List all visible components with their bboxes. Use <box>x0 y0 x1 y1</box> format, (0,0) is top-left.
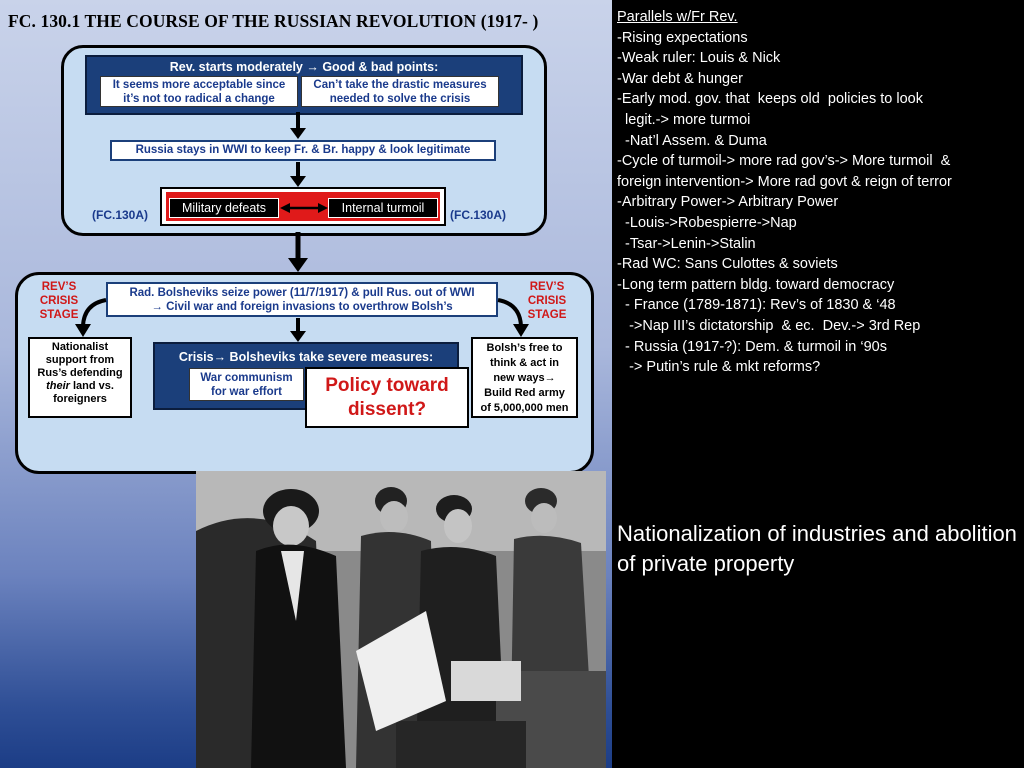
bad-point-box: Can’t take the drastic measures needed t… <box>301 76 499 107</box>
arrow-down-icon <box>290 112 306 139</box>
bolsh-free-line: Build Red army <box>484 387 565 399</box>
severe-measures-header: Crisis→ Bolsheviks take severe measures: <box>178 350 434 364</box>
nationalist-line: their land vs. <box>30 380 130 393</box>
nationalist-support-box: Nationalist support from Rus’s defending… <box>28 337 132 418</box>
bad-point-line: Can’t take the drastic measures <box>313 79 487 91</box>
seize-power-line: Rad. Bolsheviks seize power (11/7/1917) … <box>129 287 475 299</box>
nationalist-line: Rus’s defending <box>37 367 123 379</box>
parallels-line: -Tsar->Lenin->Stalin <box>617 235 756 252</box>
wwi-box: Russia stays in WWI to keep Fr. & Br. ha… <box>110 140 496 161</box>
arrow-down-icon <box>290 318 306 342</box>
crisis-label-line: STAGE <box>39 309 79 321</box>
good-point-box: It seems more acceptable since it’s not … <box>100 76 298 107</box>
seize-power-line: → Civil war and foreign invasions to ove… <box>151 301 453 313</box>
ref-left: (FC.130A) <box>92 208 149 222</box>
good-point-line: It seems more acceptable since <box>112 79 286 91</box>
moderate-start-header: Rev. starts moderately → Good & bad poin… <box>169 60 439 74</box>
parallels-line: -War debt & hunger <box>617 70 743 87</box>
nationalist-text: land vs. <box>69 380 114 392</box>
crisis-stage-left: REV’S CRISIS STAGE <box>31 280 87 322</box>
ref-right: (FC.130A) <box>450 208 507 222</box>
war-communism-box: War communism for war effort <box>189 368 304 401</box>
parallels-text: Parallels w/Fr Rev. -Rising expectations… <box>617 7 1021 378</box>
nationalist-line: support from <box>45 354 115 366</box>
war-communism-line: for war effort <box>211 386 282 398</box>
nationalist-line: foreigners <box>53 393 107 405</box>
bolsh-free-line: think & act in <box>489 357 560 369</box>
crisis-label-line: CRISIS <box>39 295 79 307</box>
flow-arrows <box>75 112 529 342</box>
curved-arrow-icon <box>497 298 529 337</box>
nationalist-line: Nationalist <box>51 341 109 353</box>
parallels-line: - France (1789-1871): Rev’s of 1830 & ‘4… <box>617 297 896 314</box>
page-title: FC. 130.1 THE COURSE OF THE RUSSIAN REVO… <box>8 11 539 31</box>
bolsh-free-line: Bolsh’s free to <box>486 342 563 354</box>
parallels-line: -Weak ruler: Louis & Nick <box>617 50 781 67</box>
nationalist-emphasis: their <box>46 380 70 392</box>
war-communism-line: War communism <box>200 372 293 384</box>
crisis-label-line: REV’S <box>41 281 77 293</box>
bolsh-free-line: of 5,000,000 men <box>480 402 569 414</box>
parallels-line: -Louis->Robespierre->Nap <box>617 214 797 231</box>
arrow-down-icon <box>290 162 306 187</box>
parallels-line: foreign intervention-> More rad govt & r… <box>617 173 952 190</box>
parallels-line: -Nat’l Assem. & Duma <box>617 132 767 149</box>
parallels-line: -Arbitrary Power-> Arbitrary Power <box>617 194 839 211</box>
bad-point-line: needed to solve the crisis <box>329 93 471 105</box>
bolsheviks-free-box: Bolsh’s free to think & act in new ways→… <box>471 337 578 418</box>
double-arrow-icon <box>280 203 328 213</box>
parallels-line: -Rising expectations <box>617 29 748 46</box>
parallels-line: -Rad WC: Sans Culottes & soviets <box>617 256 838 273</box>
parallels-line: -Early mod. gov. that keeps old policies… <box>617 91 923 108</box>
arrow-down-icon <box>288 232 308 272</box>
bolsh-free-line: new ways→ <box>493 372 556 384</box>
crisis-stage-right: REV’S CRISIS STAGE <box>519 280 575 322</box>
military-defeats-box: Military defeats <box>169 198 279 218</box>
internal-turmoil-box: Internal turmoil <box>328 198 438 218</box>
parallels-line: -Cycle of turmoil-> more rad gov’s-> Mor… <box>617 153 951 170</box>
crisis-label-line: STAGE <box>527 309 567 321</box>
policy-line: Policy toward <box>325 375 449 396</box>
parallels-line: ->Nap III’s dictatorship & ec. Dev.-> 3r… <box>617 317 921 334</box>
seize-power-box: Rad. Bolsheviks seize power (11/7/1917) … <box>106 282 498 317</box>
good-point-line: it’s not too radical a change <box>123 93 275 105</box>
crisis-label-line: CRISIS <box>527 295 567 307</box>
parallels-line: legit.-> more turmoi <box>617 111 751 128</box>
parallels-line: -> Putin’s rule & mkt reforms? <box>617 359 821 376</box>
nationalization-text: Nationalization of industries and abolit… <box>617 521 1017 576</box>
parallels-heading: Parallels w/Fr Rev. <box>617 9 738 25</box>
curved-arrow-icon <box>75 298 107 337</box>
policy-dissent-box: Policy toward dissent? <box>305 367 469 428</box>
revolution-photo <box>196 471 606 768</box>
policy-line: dissent? <box>347 399 427 420</box>
parallels-line: - Russia (1917-?): Dem. & turmoil in ‘90… <box>617 338 887 355</box>
parallels-line: -Long term pattern bldg. toward democrac… <box>617 276 895 293</box>
crisis-label-line: REV’S <box>529 281 565 293</box>
